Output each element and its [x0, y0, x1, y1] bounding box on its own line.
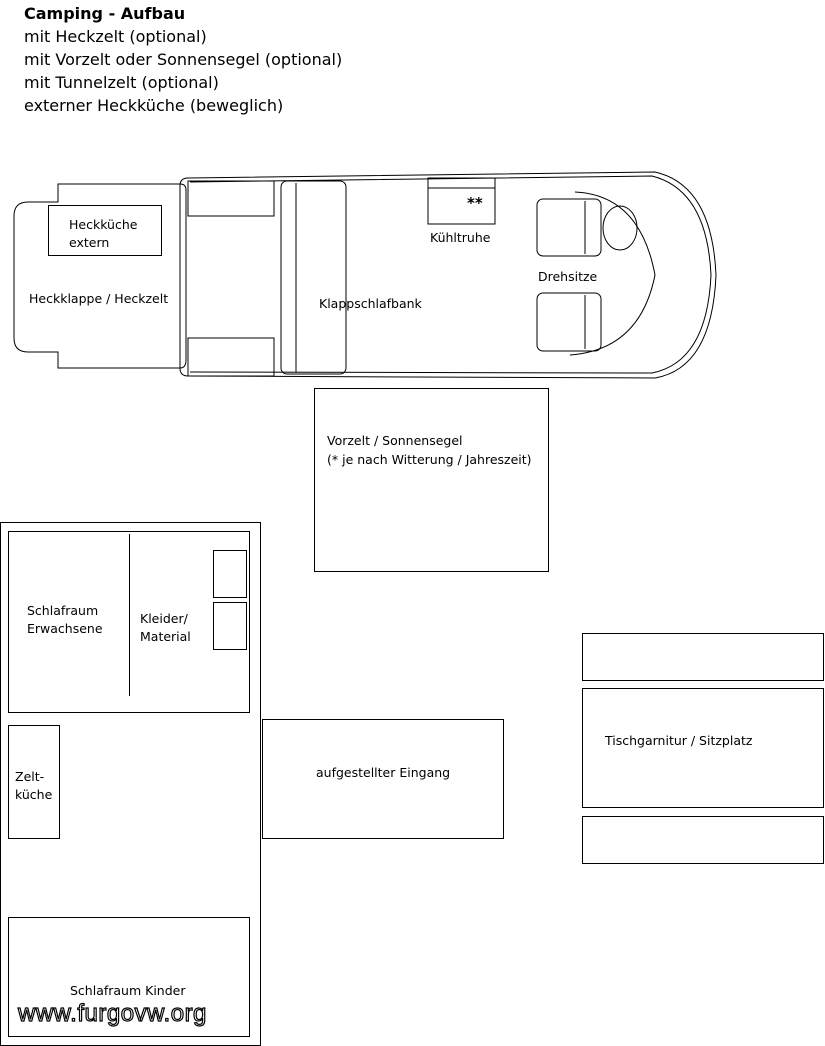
rear-cabinet-top — [187, 180, 275, 217]
klappschlafbank-label: Klappschlafbank — [319, 296, 422, 311]
tischgarnitur-label: Tischgarnitur / Sitzplatz — [605, 733, 753, 748]
heckkueche-box — [48, 205, 162, 256]
header-line-vorzelt: mit Vorzelt oder Sonnensegel (optional) — [24, 50, 343, 69]
vorzelt-area — [314, 388, 549, 572]
van-body — [179, 171, 717, 379]
diagram-title: Camping - Aufbau — [24, 4, 186, 23]
eingang-area — [262, 719, 504, 839]
klappschlafbank-frame — [280, 180, 347, 375]
heckklappe-outline — [13, 183, 187, 369]
steering-wheel — [602, 205, 638, 251]
storage-box-bottom — [213, 602, 247, 650]
van-body-inner — [189, 175, 712, 374]
rear-cabinet-bottom — [187, 337, 275, 377]
schlafraum-divider — [129, 534, 130, 696]
kuehltruhe-mark: ** — [467, 194, 483, 212]
header-line-heckkueche: externer Heckküche (beweglich) — [24, 96, 284, 115]
dashboard — [569, 191, 656, 356]
heckklappe-label: Heckklappe / Heckzelt — [29, 291, 169, 306]
tisch-area — [582, 688, 824, 808]
kuehltruhe-box — [427, 177, 496, 225]
van-floorplan — [13, 171, 717, 379]
drehsitz-top — [536, 198, 602, 257]
schlafraum-kinder-label: Schlafraum Kinder — [70, 983, 186, 998]
drehsitz-bottom — [536, 292, 602, 352]
bench-bottom — [582, 816, 824, 864]
zeltkueche-label: Zelt- küche — [15, 769, 53, 802]
heckkueche-label: Heckküche extern — [69, 217, 138, 250]
storage-box-top — [213, 550, 247, 598]
vorzelt-note: (* je nach Witterung / Jahreszeit) — [327, 452, 532, 467]
vorzelt-label: Vorzelt / Sonnensegel — [327, 433, 463, 448]
header: Camping - Aufbau mit Heckzelt (optional)… — [24, 2, 342, 117]
bench-top — [582, 633, 824, 681]
schlafraum-kinder-area — [8, 917, 250, 1037]
watermark: www.furgovw.org — [17, 999, 207, 1027]
eingang-label: aufgestellter Eingang — [316, 765, 451, 780]
header-line-heckzelt: mit Heckzelt (optional) — [24, 27, 207, 46]
header-line-tunnelzelt: mit Tunnelzelt (optional) — [24, 73, 219, 92]
schlafraum-erwachsene-label: Schlafraum Erwachsene — [27, 603, 103, 636]
zeltkueche-area — [8, 725, 60, 839]
kuehltruhe-label: Kühltruhe — [430, 230, 491, 245]
kleider-material-label: Kleider/ Material — [140, 611, 191, 644]
drehsitze-label: Drehsitze — [538, 269, 598, 284]
